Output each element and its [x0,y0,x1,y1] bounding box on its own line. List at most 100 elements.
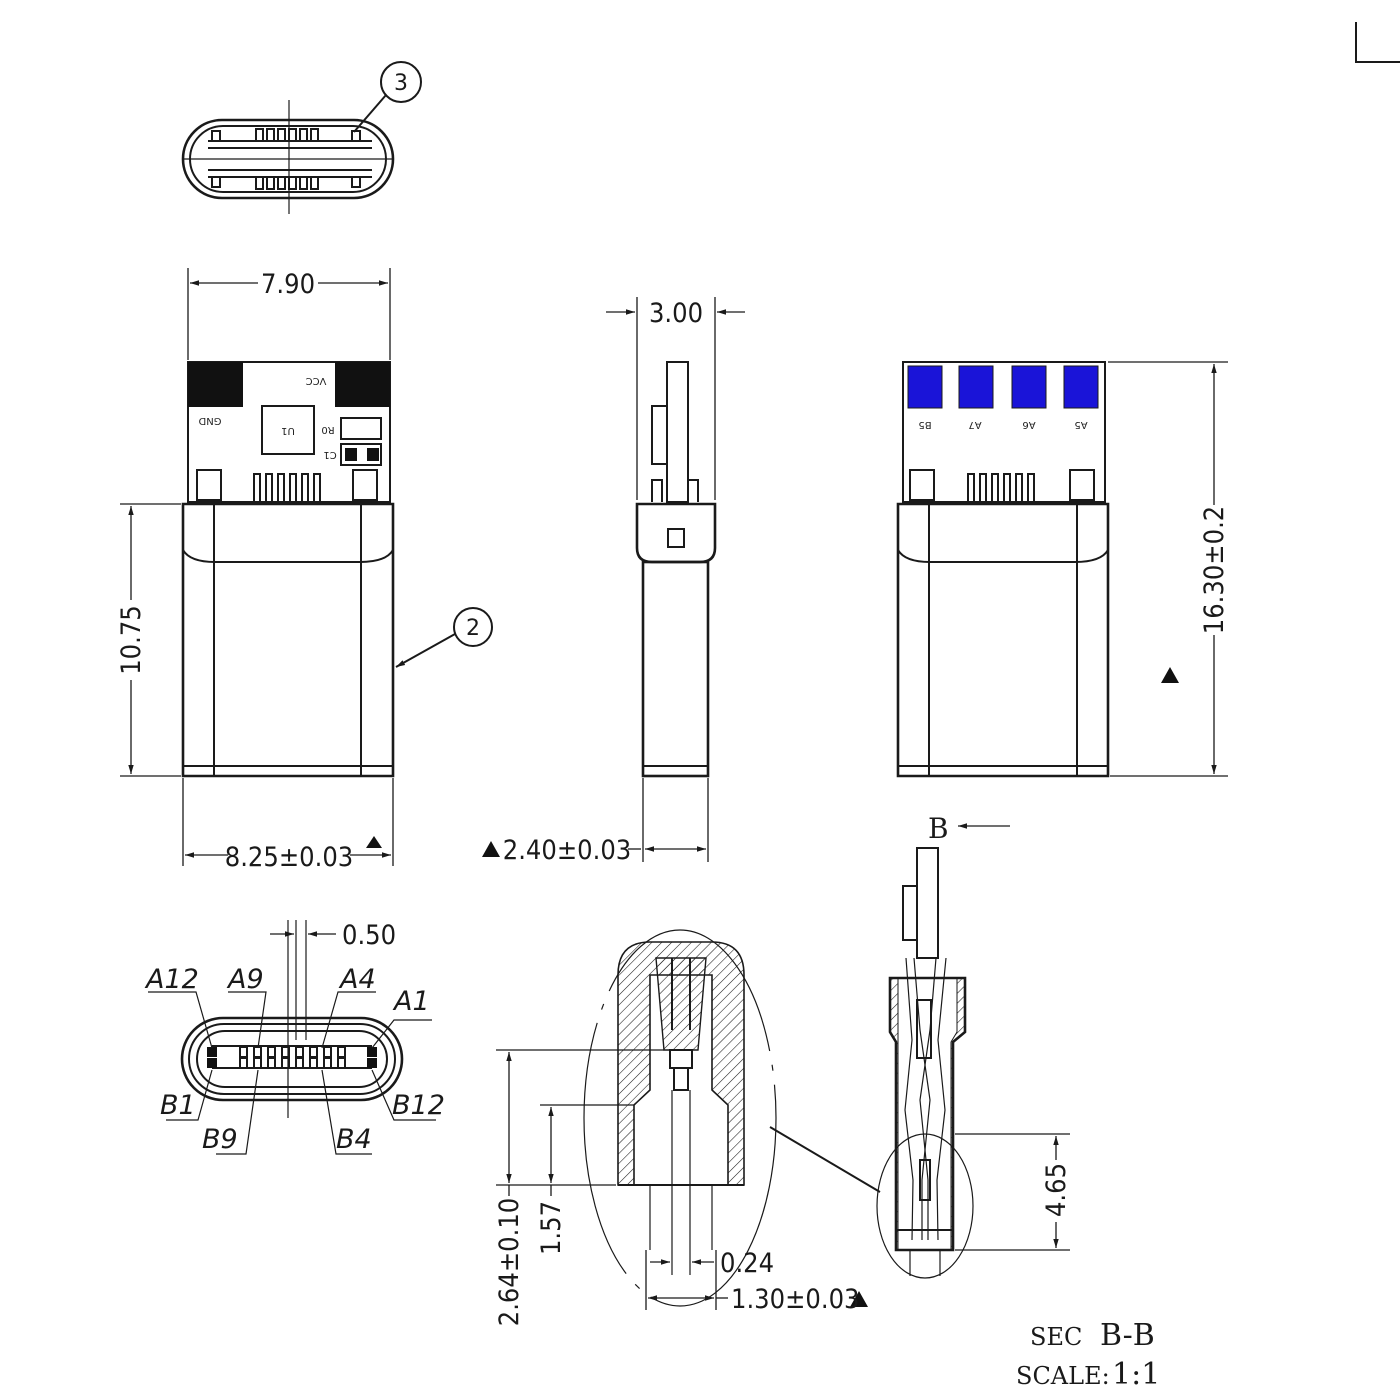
pcb-label-gnd: GND [198,415,221,426]
dim-label-width-pcb: 7.90 [261,269,315,300]
dim-label-depth-a: 2.64±0.10 [494,1198,525,1327]
contact-b [295,1057,304,1069]
solder-pad [907,365,943,409]
header-pin [1015,473,1023,503]
contact-upper [310,128,319,142]
pinout-end-view [148,920,436,1155]
contact-outer-lower [211,176,221,188]
header-pin [265,473,273,503]
contact-b [267,1057,276,1069]
balloon-3: 3 [394,71,408,96]
contact-b [281,1057,290,1069]
contact-upper [288,128,297,142]
pcb-label-u1: U1 [281,425,295,436]
pad-label-a5: A5 [1074,419,1087,430]
dim-thickness-shell [482,778,709,862]
header-pin [289,473,297,503]
pin-label-b9: B9 [202,1124,238,1155]
contact-b [239,1057,248,1069]
contact-upper [277,128,286,142]
section-sec-label: SEC [1030,1323,1082,1351]
contact-upper [266,128,275,142]
section-arrow-label: B [928,812,949,845]
header-pin [277,473,285,503]
contact-b-end [207,1058,217,1068]
contact-a [309,1046,318,1058]
header-pin [991,473,999,503]
contact-lower [288,176,297,190]
contact-a-end [207,1047,217,1057]
contact-a [253,1046,262,1058]
contact-a [323,1046,332,1058]
contact-outer-upper [351,130,361,142]
contact-outer-upper [211,130,221,142]
dim-label-height-shell: 10.75 [116,605,147,675]
pin-label-a12: A12 [144,964,199,995]
solder-pad [1011,365,1047,409]
pin-label-b1: B1 [160,1090,196,1121]
contact-a-end [367,1047,377,1057]
dim-height-shell [120,503,181,777]
contact-lower [266,176,275,190]
back-view [896,361,1110,778]
dim-width-shell [182,778,394,866]
solder-pad [958,365,994,409]
contact-b [337,1057,346,1069]
section-scale-label: SCALE: [1016,1362,1110,1390]
contact-outer-lower [351,176,361,188]
dim-label-thickness-pcb: 3.00 [649,298,703,329]
contact-b-end [367,1058,377,1068]
front-view [181,361,395,778]
contact-lower [255,176,264,190]
dim-label-width-shell: 8.25±0.03 [225,842,354,873]
dim-label-thickness-shell: 2.40±0.03 [503,835,632,866]
balloon-2: 2 [466,616,480,641]
contact-a [239,1046,248,1058]
pin-label-a9: A9 [226,964,264,995]
pcb-label-vcc: VCC [306,375,327,386]
pin-label-b4: B4 [336,1124,372,1155]
solder-pad [1063,365,1099,409]
contact-a [267,1046,276,1058]
dim-inner-width [645,1250,868,1310]
contact-b [323,1057,332,1069]
section-scale-value: 1:1 [1112,1357,1160,1392]
section-sec-value: B-B [1100,1318,1155,1353]
pad-label-a6: A6 [1022,419,1035,430]
dim-thickness-pcb [606,297,745,500]
pin-label-b12: B12 [392,1090,445,1121]
pad-label-a7: A7 [968,419,981,430]
contact-b [253,1057,262,1069]
pin-label-a1: A1 [392,986,430,1017]
header-pin [1003,473,1011,503]
header-pin [253,473,261,503]
dim-label-section-length: 4.65 [1041,1163,1072,1217]
contact-lower [310,176,319,190]
contact-a [295,1046,304,1058]
header-pin [313,473,321,503]
header-pin [979,473,987,503]
dim-total-length [1108,361,1228,777]
dim-depth-a [496,1049,664,1196]
contact-lower [277,176,286,190]
header-pin [967,473,975,503]
dim-label-depth-b: 1.57 [536,1201,567,1255]
detail-section-view [583,929,881,1307]
dim-label-pin-pitch: 0.50 [342,920,396,951]
dim-label-total-length: 16.30±0.2 [1199,506,1230,635]
dim-section-length [955,1133,1070,1251]
contact-upper [255,128,264,142]
section-b-b [876,823,1010,1279]
dim-depth-b [540,1104,634,1196]
header-pin [1027,473,1035,503]
contact-a [337,1046,346,1058]
dim-label-inner-width: 1.30±0.03 [731,1284,860,1315]
pad-label-b5: B5 [918,419,931,430]
pcb-label-r0: R0 [321,424,334,435]
header-pin [301,473,309,503]
dim-width-pcb [187,268,391,360]
contact-upper [299,128,308,142]
contact-lower [299,176,308,190]
end-view-top [181,61,422,214]
